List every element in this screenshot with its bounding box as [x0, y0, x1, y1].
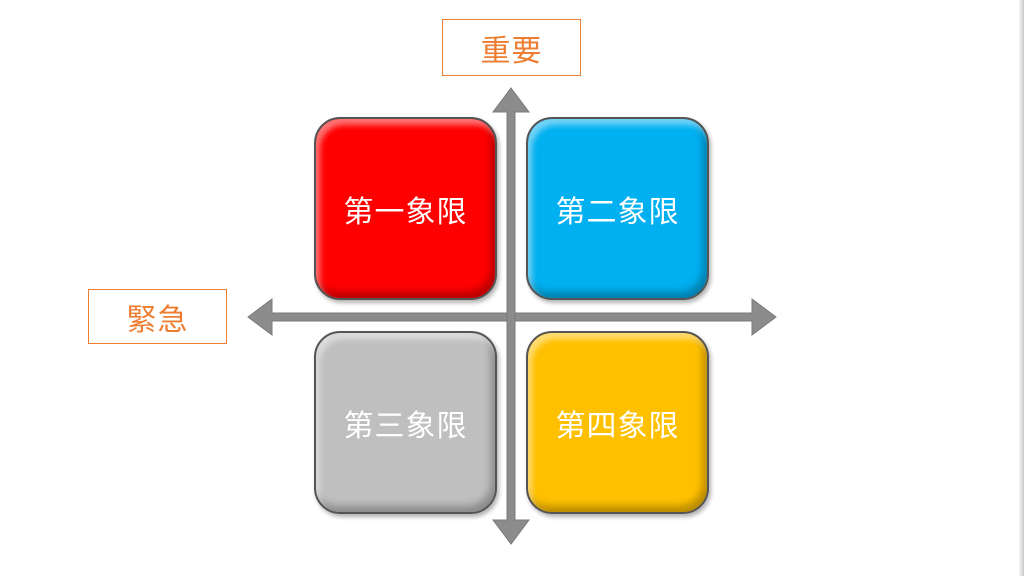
quadrant-2: 第二象限 [526, 117, 709, 300]
slide-edge-shadow [1018, 0, 1024, 576]
axis-label-urgent: 緊急 [88, 289, 227, 344]
quadrant-1: 第一象限 [314, 117, 497, 300]
quadrant-3: 第三象限 [314, 331, 497, 514]
vertical-axis-arrow [492, 87, 530, 545]
axis-label-important: 重要 [442, 19, 581, 76]
quadrant-4: 第四象限 [526, 331, 709, 514]
